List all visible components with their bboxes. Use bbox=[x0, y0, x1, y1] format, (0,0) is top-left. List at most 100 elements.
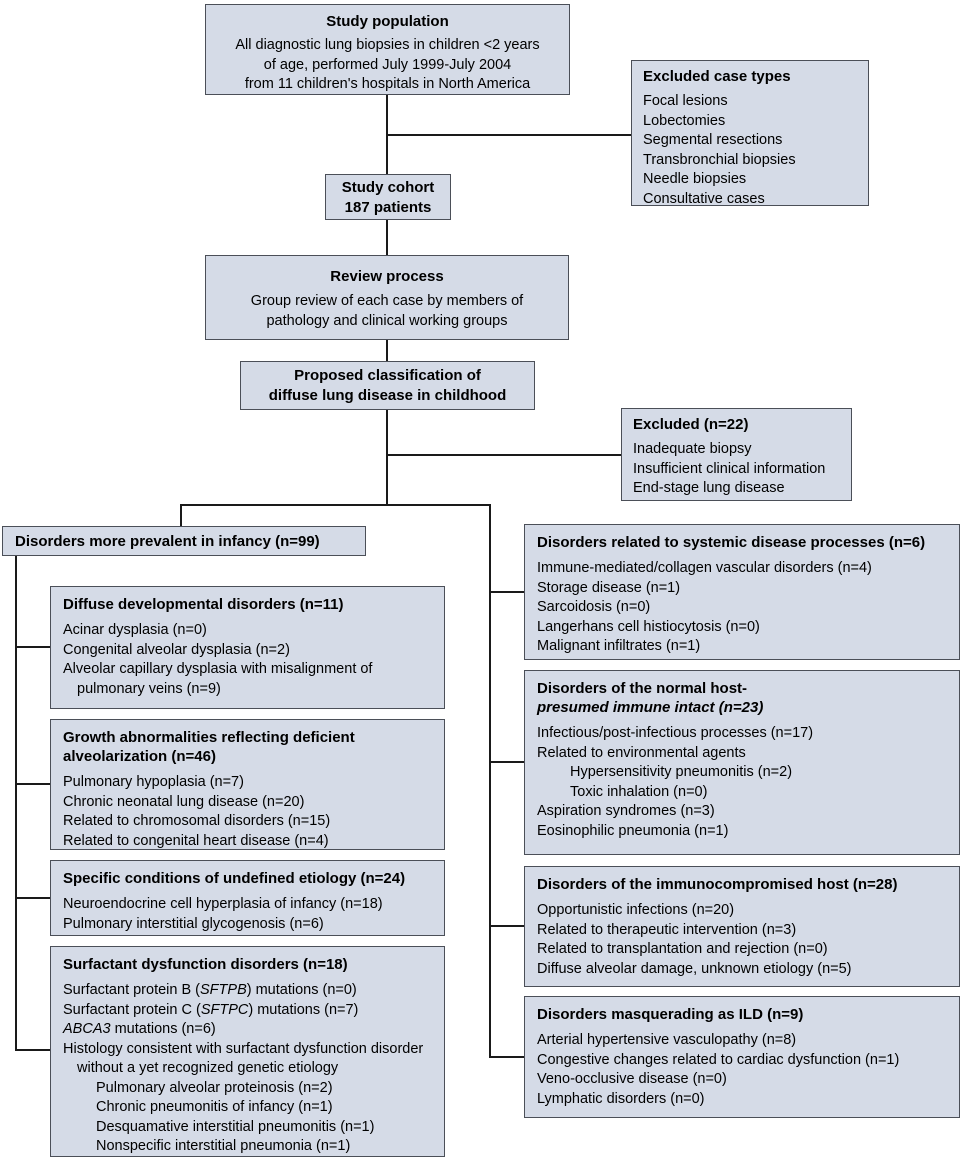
list-item: Congestive changes related to cardiac dy… bbox=[537, 1051, 900, 1068]
infancy-header-box: Disorders more prevalent in infancy (n=9… bbox=[2, 526, 366, 556]
list-item: Histology consistent with surfactant dys… bbox=[63, 1040, 424, 1077]
box-title: Study population bbox=[326, 13, 449, 30]
box-title: Disorders of the normal host-presumed im… bbox=[537, 680, 764, 716]
list-item: End-stage lung disease bbox=[633, 480, 785, 496]
list-item: Arterial hypertensive vasculopathy (n=8) bbox=[537, 1032, 797, 1048]
list-item: Chronic neonatal lung disease (n=20) bbox=[63, 793, 305, 810]
box-title: Review process bbox=[330, 268, 444, 285]
connector-cohort-to-review bbox=[386, 220, 388, 255]
box-title: Disorders more prevalent in infancy (n=9… bbox=[15, 533, 320, 550]
list-item: Alveolar capillary dysplasia with misali… bbox=[63, 661, 373, 697]
list-item: Consultative cases bbox=[643, 190, 765, 207]
box-items: Acinar dysplasia (n=0) Congenital alveola… bbox=[63, 621, 433, 699]
connector-left-spine bbox=[15, 556, 17, 1051]
box-items: Pulmonary hypoplasia (n=7) Chronic neonat… bbox=[63, 773, 433, 851]
box-title: Specific conditions of undefined etiolog… bbox=[63, 870, 406, 887]
list-item: Immune-mediated/collagen vascular disord… bbox=[537, 560, 872, 576]
connector-right-box-2 bbox=[489, 761, 524, 763]
list-item: Inadequate biopsy bbox=[633, 441, 752, 457]
list-item: Hypersensitivity pneumonitis (n=2) bbox=[570, 764, 793, 780]
list-item: Toxic inhalation (n=0) bbox=[570, 783, 708, 800]
box-body: Group review of each case by members of … bbox=[250, 293, 524, 329]
list-item: Congenital alveolar dysplasia (n=2) bbox=[63, 641, 290, 658]
immunocompromised-host-box: Disorders of the immunocompromised host … bbox=[524, 866, 960, 987]
proposed-classification-box: Proposed classification of diffuse lung … bbox=[240, 361, 535, 410]
list-item: Related to therapeutic intervention (n=3… bbox=[537, 921, 797, 938]
box-title: Disorders of the immunocompromised host … bbox=[537, 876, 898, 893]
list-item: Pulmonary interstitial glycogenosis (n=6… bbox=[63, 915, 324, 932]
review-process-box: Review process Group review of each case… bbox=[205, 255, 569, 340]
box-body: All diagnostic lung biopsies in children… bbox=[235, 37, 540, 92]
box-title: Disorders related to systemic disease pr… bbox=[537, 534, 926, 551]
box-items: Arterial hypertensive vasculopathy (n=8)… bbox=[537, 1031, 948, 1109]
list-item: Neuroendocrine cell hyperplasia of infan… bbox=[63, 896, 383, 912]
box-title: Excluded case types bbox=[643, 68, 791, 85]
list-item: Pulmonary hypoplasia (n=7) bbox=[63, 774, 244, 790]
list-item: Aspiration syndromes (n=3) bbox=[537, 803, 715, 819]
list-item: Focal lesions bbox=[643, 93, 728, 109]
diffuse-developmental-disorders-box: Diffuse developmental disorders (n=11) A… bbox=[50, 586, 445, 709]
box-items: Surfactant protein B (SFTPB) mutations (… bbox=[63, 981, 433, 1157]
specific-conditions-box: Specific conditions of undefined etiolog… bbox=[50, 860, 445, 936]
list-item: Storage disease (n=1) bbox=[537, 579, 681, 596]
growth-abnormalities-box: Growth abnormalities reflecting deficien… bbox=[50, 719, 445, 850]
list-item: Diffuse alveolar damage, unknown etiolog… bbox=[537, 960, 852, 977]
list-item: Opportunistic infections (n=20) bbox=[537, 902, 735, 918]
list-item: Langerhans cell histiocytosis (n=0) bbox=[537, 618, 760, 635]
connector-left-box-3 bbox=[15, 897, 50, 899]
list-item: Insufficient clinical information bbox=[633, 460, 826, 477]
box-title: Disorders masquerading as ILD (n=9) bbox=[537, 1006, 804, 1023]
list-item: Lymphatic disorders (n=0) bbox=[537, 1090, 705, 1107]
list-item: Veno-occlusive disease (n=0) bbox=[537, 1071, 727, 1087]
list-item: ABCA3 mutations (n=6) bbox=[63, 1021, 216, 1037]
box-items: Infectious/post-infectious processes (n=… bbox=[537, 724, 948, 841]
box-title: Excluded (n=22) bbox=[633, 416, 749, 433]
study-cohort-box: Study cohort 187 patients bbox=[325, 174, 451, 220]
connector-to-excluded-case-types bbox=[387, 134, 632, 136]
list-item: Related to congenital heart disease (n=4… bbox=[63, 832, 329, 849]
connector-left-box-4 bbox=[15, 1049, 50, 1051]
list-item: Pulmonary alveolar proteinosis (n=2) bbox=[96, 1079, 333, 1096]
list-item: Needle biopsies bbox=[643, 171, 747, 187]
cohort-line-2: 187 patients bbox=[344, 199, 432, 216]
box-items: Opportunistic infections (n=20) Related t… bbox=[537, 901, 948, 979]
list-item: Chronic pneumonitis of infancy (n=1) bbox=[96, 1099, 333, 1115]
connector-branch-horizontal bbox=[180, 504, 491, 506]
list-item: Acinar dysplasia (n=0) bbox=[63, 622, 207, 638]
connector-right-box-1 bbox=[489, 591, 524, 593]
list-item: Related to transplantation and rejection… bbox=[537, 941, 828, 957]
connector-right-spine bbox=[489, 504, 491, 1058]
normal-host-box: Disorders of the normal host-presumed im… bbox=[524, 670, 960, 855]
list-item: Sarcoidosis (n=0) bbox=[537, 599, 651, 615]
box-title: Surfactant dysfunction disorders (n=18) bbox=[63, 956, 348, 973]
box-items: Neuroendocrine cell hyperplasia of infan… bbox=[63, 895, 433, 934]
list-item: Desquamative interstitial pneumonitis (n… bbox=[96, 1118, 375, 1135]
surfactant-dysfunction-box: Surfactant dysfunction disorders (n=18) … bbox=[50, 946, 445, 1157]
list-item: Eosinophilic pneumonia (n=1) bbox=[537, 822, 729, 839]
list-item: Surfactant protein C (SFTPC) mutations (… bbox=[63, 1001, 359, 1018]
connector-right-box-4 bbox=[489, 1056, 524, 1058]
list-item: Related to environmental agents bbox=[537, 744, 746, 761]
masquerading-ild-box: Disorders masquerading as ILD (n=9) Arte… bbox=[524, 996, 960, 1118]
systemic-disease-box: Disorders related to systemic disease pr… bbox=[524, 524, 960, 660]
list-item: Transbronchial biopsies bbox=[643, 151, 796, 168]
box-title: Proposed classification of diffuse lung … bbox=[268, 367, 507, 404]
connector-branch-left-drop bbox=[180, 504, 182, 526]
list-item: Malignant infiltrates (n=1) bbox=[537, 638, 701, 654]
connector-left-box-1 bbox=[15, 646, 50, 648]
list-item: Related to chromosomal disorders (n=15) bbox=[63, 813, 331, 829]
list-item: Infectious/post-infectious processes (n=… bbox=[537, 725, 814, 741]
connector-classification-down bbox=[386, 410, 388, 506]
list-item: Nonspecific interstitial pneumonia (n=1) bbox=[96, 1138, 351, 1154]
list-item: Surfactant protein B (SFTPB) mutations (… bbox=[63, 982, 357, 998]
connector-to-excluded-n22 bbox=[387, 454, 621, 456]
connector-left-box-2 bbox=[15, 783, 50, 785]
connector-right-box-3 bbox=[489, 925, 524, 927]
study-population-box: Study population All diagnostic lung bio… bbox=[205, 4, 570, 95]
cohort-line-1: Study cohort bbox=[341, 179, 435, 196]
list-item: Lobectomies bbox=[643, 112, 726, 129]
box-title: Diffuse developmental disorders (n=11) bbox=[63, 596, 344, 613]
